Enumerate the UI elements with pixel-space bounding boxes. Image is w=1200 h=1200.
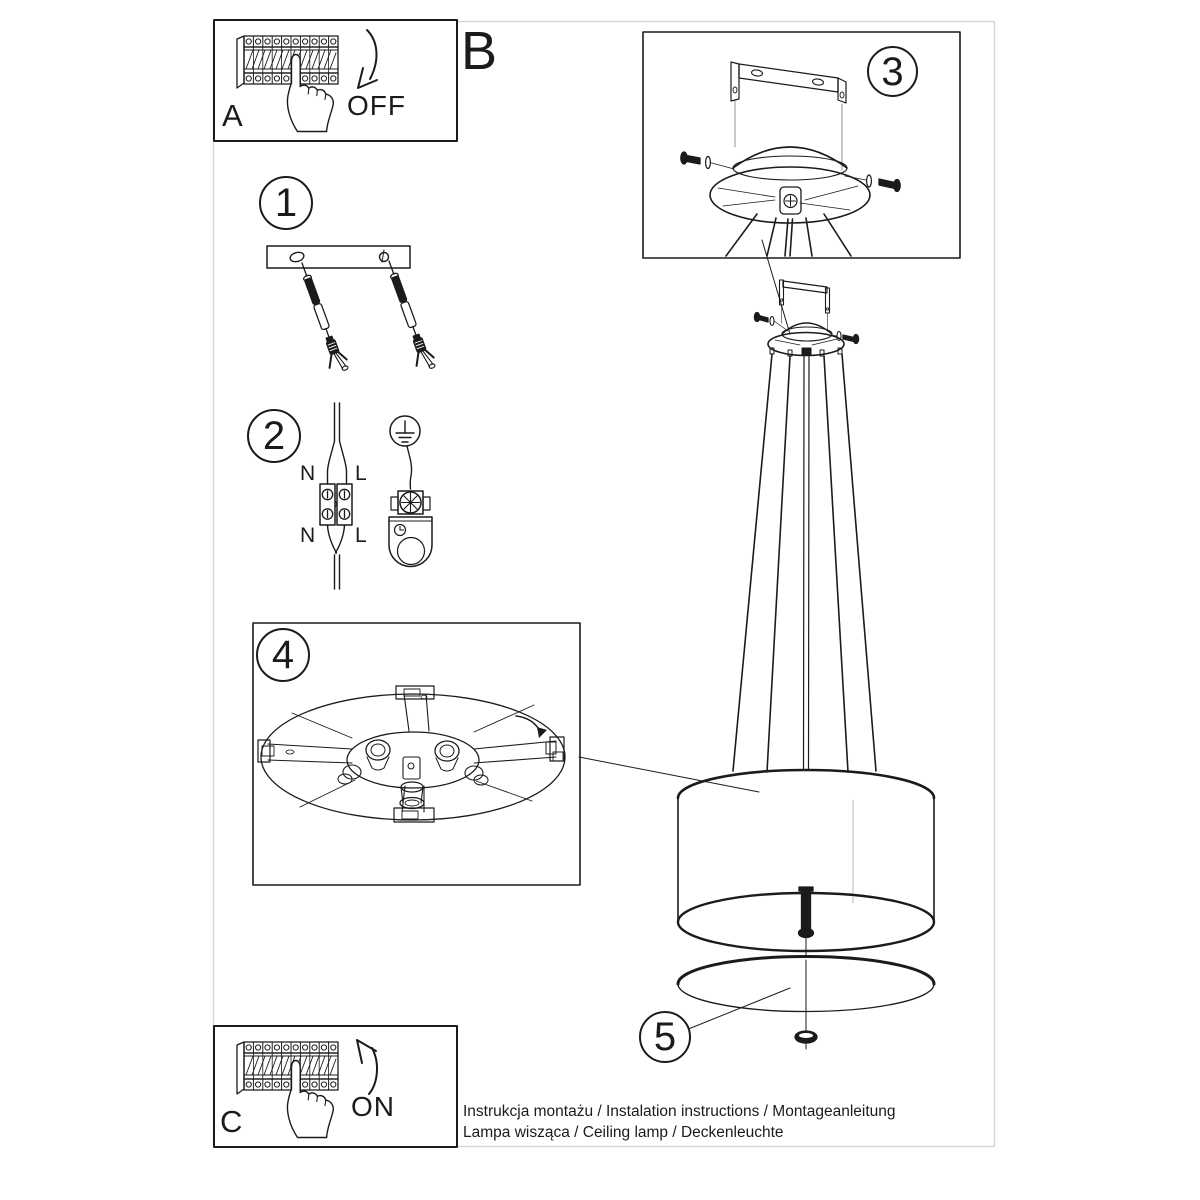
- step-a-panel-off-box: [213, 19, 458, 142]
- ground-wire: [406, 445, 413, 490]
- curved-arrow-on-icon: [356, 1039, 378, 1095]
- neutral-label-bottom: N: [300, 524, 316, 547]
- footer-caption: Instrukcja montażu / Instalation instruc…: [463, 1101, 896, 1143]
- footer-line-2: Lampa wisząca / Ceiling lamp / Deckenleu…: [463, 1124, 784, 1141]
- step-b-label: B: [461, 21, 498, 81]
- step4-frame-box: [252, 622, 581, 886]
- neutral-label-top: N: [300, 462, 316, 485]
- main-ceiling-bracket: [778, 279, 831, 332]
- step1-mounting-bracket-drawing: [266, 245, 438, 376]
- ceiling-bracket-drawing: [730, 61, 847, 171]
- frame-ring-drawing: [257, 685, 566, 823]
- step5-number-badge: 5: [639, 1011, 691, 1063]
- earth-ground-icon: [389, 415, 421, 447]
- finial-drawing: [794, 959, 818, 1050]
- canopy-screw-left-icon: [680, 151, 735, 170]
- step1-number-badge: 1: [259, 176, 313, 230]
- power-cable-top: [326, 402, 348, 485]
- step3-number-badge: 3: [867, 46, 918, 97]
- off-label: OFF: [347, 90, 406, 121]
- leader-line-step5: [685, 987, 791, 1031]
- leader-line-step3: [761, 239, 791, 335]
- step2-number-badge: 2: [247, 409, 301, 463]
- step-c-label: C: [220, 1104, 243, 1139]
- curved-arrow-off-icon: [357, 29, 378, 89]
- step4-number-badge: 4: [256, 628, 310, 682]
- terminal-block-drawing: [319, 483, 353, 526]
- canopy-screw-right-icon: [844, 174, 901, 193]
- main-canopy: [753, 311, 860, 357]
- page-border: [212, 20, 996, 1148]
- live-label-top: L: [355, 462, 367, 485]
- on-label: ON: [351, 1091, 395, 1122]
- step2-wiring-drawing: [319, 402, 433, 590]
- footer-line-1: Instrukcja montażu / Instalation instruc…: [463, 1103, 896, 1120]
- live-label-bottom: L: [355, 524, 367, 547]
- clip-arrow-icon: [515, 715, 547, 738]
- power-cable-bottom: [326, 524, 346, 590]
- step-c-panel-on-box: [213, 1025, 458, 1148]
- threaded-rod-drawing: [797, 886, 815, 958]
- pendant-lamp-drawing: [676, 279, 936, 1050]
- ground-clamp-drawing: [388, 490, 433, 568]
- step-a-label: A: [222, 98, 243, 133]
- lamp-sockets-drawing: [337, 731, 489, 810]
- suspension-wires: [732, 353, 877, 773]
- canopy-wires: [725, 213, 852, 257]
- leader-line-step4: [578, 756, 760, 793]
- canopy-drawing: [709, 146, 871, 224]
